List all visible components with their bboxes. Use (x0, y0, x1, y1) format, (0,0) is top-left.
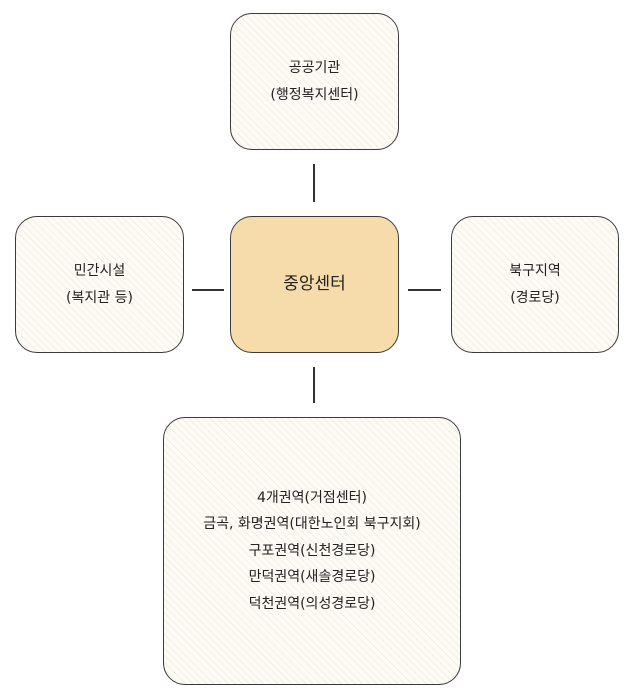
connector-bottom (313, 367, 315, 403)
region-line: 만덕권역(새솔경로당) (248, 569, 376, 586)
node-bukgu-region: 북구지역 (경로당) (451, 216, 619, 353)
node-title: 북구지역 (509, 262, 561, 279)
region-line: 4개권역(거점센터) (257, 489, 367, 506)
node-title: 공공기관 (288, 59, 341, 76)
node-subtitle: (행정복지센터) (270, 86, 359, 103)
node-four-regions: 4개권역(거점센터) 금곡, 화명권역(대한노인회 북구지회) 구포권역(신천경… (163, 417, 461, 685)
node-private-facility: 민간시설 (복지관 등) (15, 216, 184, 353)
connector-right (408, 289, 441, 291)
node-subtitle: (복지관 등) (66, 289, 133, 306)
region-line: 금곡, 화명권역(대한노인회 북구지회) (203, 516, 421, 533)
region-line: 덕천권역(의성경로당) (248, 595, 376, 612)
connector-left (192, 289, 224, 291)
node-title: 민간시설 (73, 262, 126, 279)
node-central-center: 중앙센터 (230, 216, 399, 353)
connector-top (313, 164, 315, 202)
node-title: 중앙센터 (283, 274, 346, 294)
node-public-institution: 공공기관 (행정복지센터) (230, 13, 399, 150)
region-line: 구포권역(신천경로당) (248, 542, 376, 559)
node-subtitle: (경로당) (510, 289, 560, 306)
